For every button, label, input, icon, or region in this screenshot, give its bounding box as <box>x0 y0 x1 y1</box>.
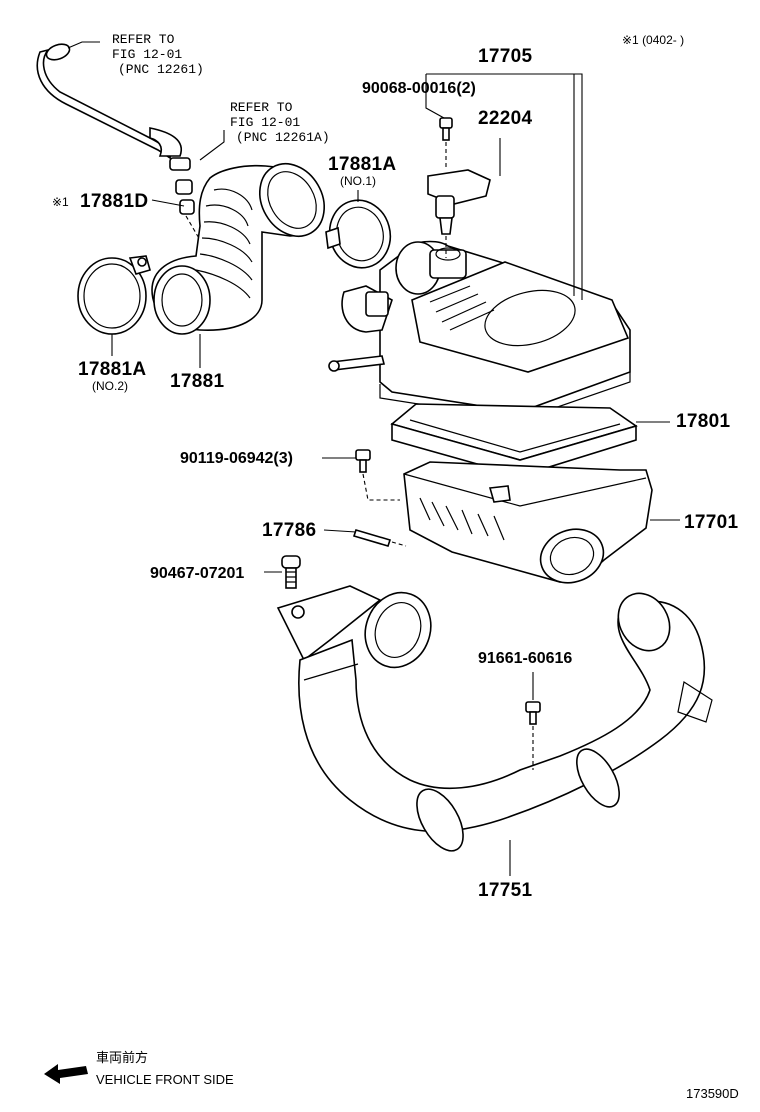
wire-connector <box>328 355 385 372</box>
label-17881D: 17881D <box>80 191 148 212</box>
intake-hose-17881 <box>151 163 325 335</box>
upper-breather-hose <box>36 43 183 160</box>
label-91661: 91661-60616 <box>478 650 572 667</box>
air-cleaner-cap-17705 <box>341 240 631 421</box>
label-17701: 17701 <box>684 512 738 533</box>
label-17881A-no2-sub: (NO.2) <box>92 379 128 393</box>
bolt-90467 <box>281 555 301 589</box>
label-22204: 22204 <box>478 108 532 129</box>
direction-label-en: VEHICLE FRONT SIDE <box>96 1072 234 1087</box>
screw-91661 <box>525 701 541 770</box>
intake-pipe-17751 <box>276 585 713 852</box>
label-90467: 90467-07201 <box>150 565 244 582</box>
direction-label-jp: 車両前方 <box>96 1050 148 1065</box>
note-top-right: ※1 (0402- ) <box>622 33 684 47</box>
refer1-line3: (PNC 12261) <box>118 62 204 77</box>
refer2-line3: (PNC 12261A) <box>236 130 330 145</box>
front-arrow-icon <box>44 1064 88 1084</box>
diagram-code: 173590D <box>686 1086 739 1101</box>
label-17705: 17705 <box>478 46 532 67</box>
refer2-line1: REFER TO <box>230 100 293 115</box>
clamp-17881A-no2 <box>77 255 151 335</box>
label-17801: 17801 <box>676 411 730 432</box>
sensor-22204 <box>427 169 491 258</box>
label-17786: 17786 <box>262 520 316 541</box>
clamp-17881A-no1 <box>325 199 392 269</box>
refer1-line2: FIG 12-01 <box>112 47 182 62</box>
label-90068: 90068-00016(2) <box>362 80 476 97</box>
label-17881A-no1: 17881A <box>328 154 396 175</box>
bolt-90119 <box>355 449 400 501</box>
label-17881A-no1-sub: (NO.1) <box>340 174 376 188</box>
leader-lines <box>67 41 680 876</box>
pin-17786 <box>352 529 407 547</box>
label-17881A-no2: 17881A <box>78 359 146 380</box>
refer1-line1: REFER TO <box>112 32 175 47</box>
label-17881D-mark: ※1 <box>52 195 69 209</box>
small-hose-clips <box>169 157 201 241</box>
label-90119: 90119-06942(3) <box>180 450 293 467</box>
air-cleaner-case-17701 <box>403 461 653 584</box>
label-17751: 17751 <box>478 880 532 901</box>
screw-90068 <box>439 117 453 170</box>
refer2-line2: FIG 12-01 <box>230 115 300 130</box>
label-17881: 17881 <box>170 371 224 392</box>
